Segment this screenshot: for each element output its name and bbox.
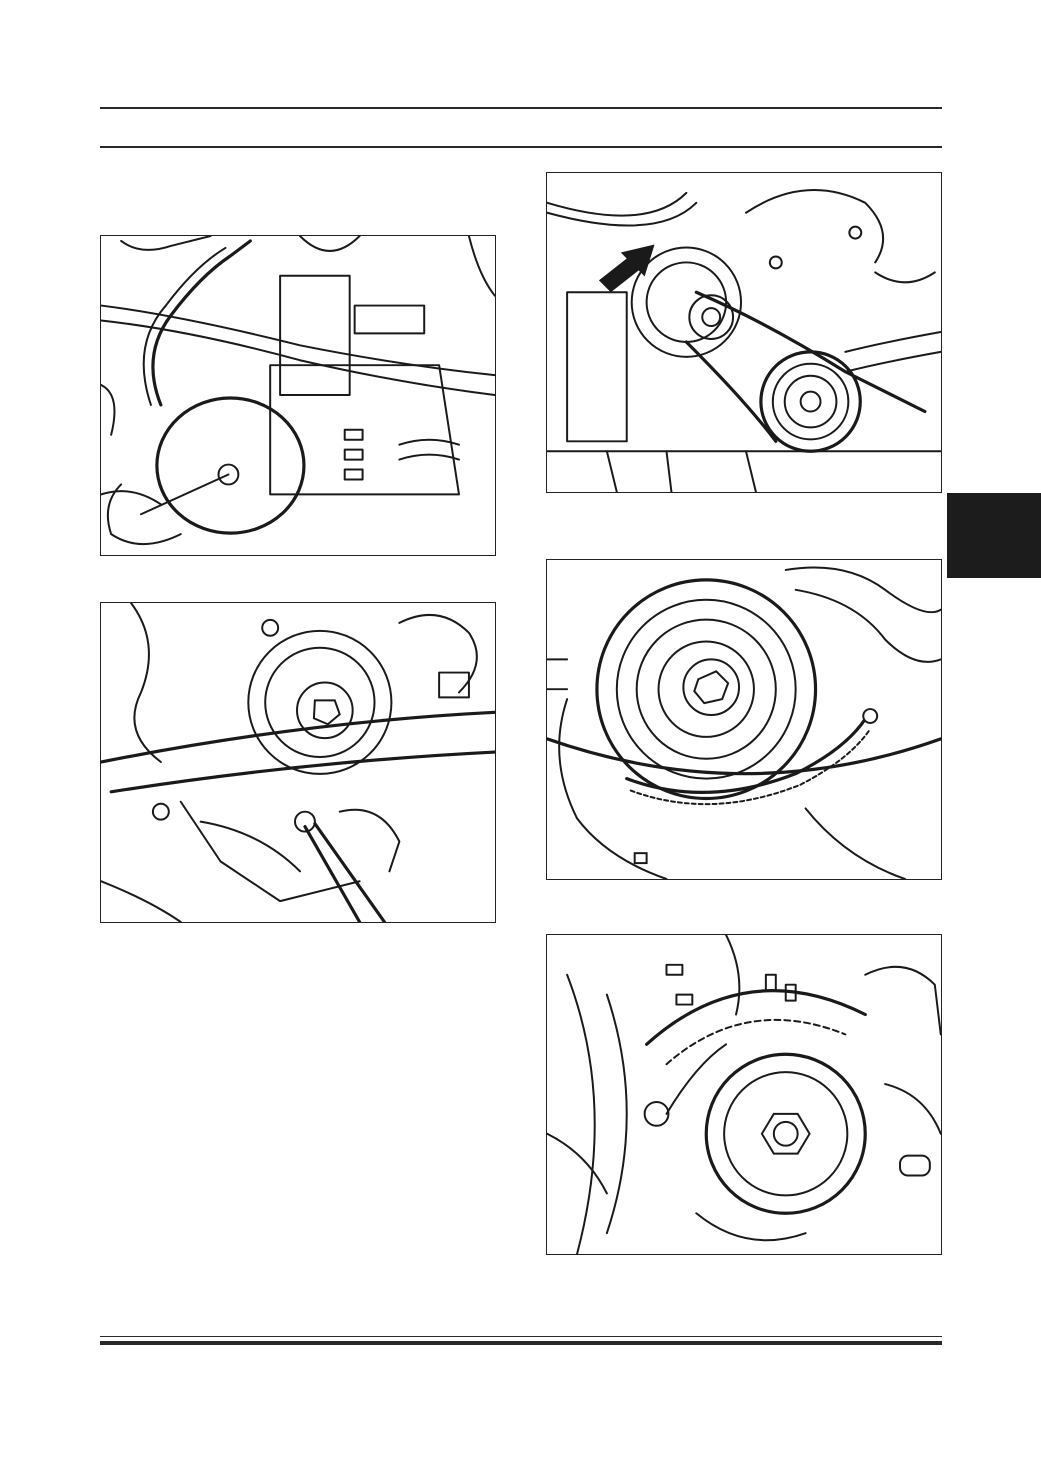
figure-alternator-terminal xyxy=(100,235,496,556)
figure-flywheel xyxy=(546,559,942,880)
figure-starter-ring-gear xyxy=(546,934,942,1255)
starter-ring-gear-bolt-drawing-icon xyxy=(547,935,941,1254)
header-rule-top xyxy=(100,107,942,109)
figure-alternator-pulley xyxy=(100,602,496,923)
alternator-terminal-nut-spanner-drawing-icon xyxy=(101,236,495,545)
section-tab xyxy=(947,493,1041,578)
flywheel-ring-gear-drawing-icon xyxy=(547,566,941,879)
figure-engine-front xyxy=(546,172,942,493)
header-rule-bottom xyxy=(100,146,942,148)
footer-rule-thin xyxy=(100,1336,942,1337)
footer-rule-thick xyxy=(100,1341,942,1345)
alternator-pulley-bracket-drawing-icon xyxy=(101,603,495,922)
engine-front-accessory-drive-arrow-drawing-icon xyxy=(547,189,941,492)
